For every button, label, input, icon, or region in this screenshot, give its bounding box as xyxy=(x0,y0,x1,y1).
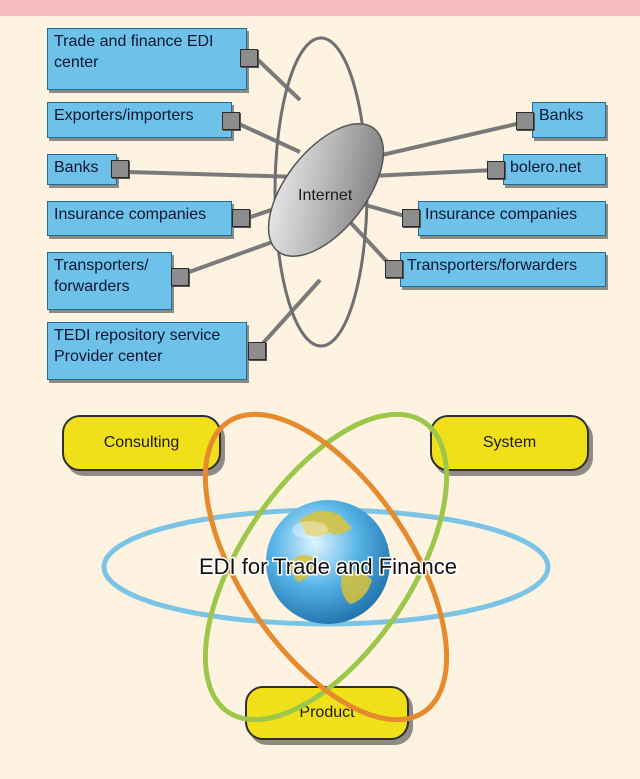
node-bolero-net: bolero.net xyxy=(503,154,606,185)
node-label: Transporters/forwarders xyxy=(407,257,578,274)
connector-square xyxy=(516,112,534,130)
node-system: System xyxy=(430,415,589,471)
connector-square xyxy=(487,161,505,179)
node-trade-finance-edi-center: Trade and finance EDI center xyxy=(47,28,247,90)
top-accent-bar xyxy=(0,0,640,16)
node-product: Product xyxy=(245,686,409,740)
node-consulting: Consulting xyxy=(62,415,221,471)
node-transporters-left: Transporters/ forwarders xyxy=(47,252,172,310)
node-transporters-right: Transporters/forwarders xyxy=(400,252,606,287)
connector-square xyxy=(232,209,250,227)
connector-square xyxy=(171,268,189,286)
node-label: Product xyxy=(299,704,355,721)
globe-icon xyxy=(266,500,390,624)
connector-square xyxy=(385,260,403,278)
internet-label: Internet xyxy=(298,187,353,204)
connector-square xyxy=(240,49,258,67)
node-label: Transporters/ forwarders xyxy=(54,257,149,295)
connector-square xyxy=(111,160,129,178)
node-banks-right: Banks xyxy=(532,102,606,138)
node-insurance-left: Insurance companies xyxy=(47,201,232,236)
node-label: Trade and finance EDI center xyxy=(54,33,214,71)
node-label: Exporters/importers xyxy=(54,107,194,124)
internet-hub xyxy=(267,123,385,257)
node-label: Banks xyxy=(54,159,99,176)
edi-center-label: EDI for Trade and Finance xyxy=(199,554,457,579)
node-exporters-importers: Exporters/importers xyxy=(47,102,232,138)
node-label: Insurance companies xyxy=(425,206,578,223)
connector-square xyxy=(222,112,240,130)
orange-orbit xyxy=(202,411,450,723)
node-label: Consulting xyxy=(103,434,180,451)
node-banks-left: Banks xyxy=(47,154,117,185)
node-label: TEDI repository service Provider center xyxy=(54,327,221,365)
node-label: bolero.net xyxy=(510,159,582,176)
node-insurance-right: Insurance companies xyxy=(418,201,606,236)
node-tedi-repository: TEDI repository service Provider center xyxy=(47,322,247,380)
node-label: Banks xyxy=(539,107,584,124)
connector-square xyxy=(402,209,420,227)
node-label: System xyxy=(482,434,537,451)
node-label: Insurance companies xyxy=(54,206,207,223)
connector-square xyxy=(248,342,266,360)
green-orbit xyxy=(202,411,450,723)
